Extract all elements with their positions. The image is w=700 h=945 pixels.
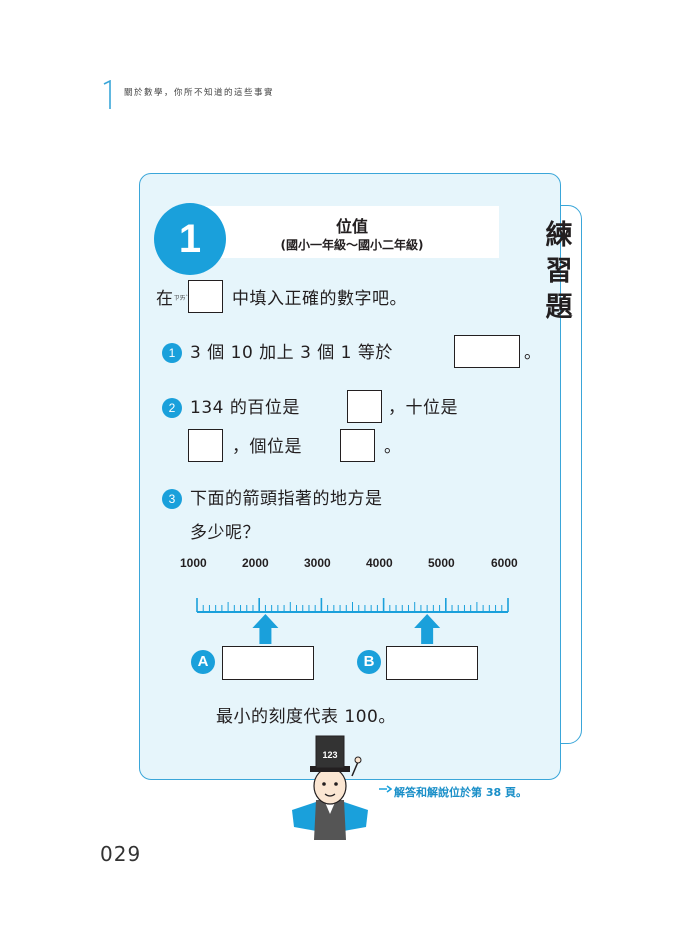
answer-a-box[interactable]	[222, 646, 314, 680]
scale-label-2000: 2000	[242, 556, 269, 570]
arrow-b	[414, 614, 441, 644]
question-3-badge: 3	[162, 489, 182, 509]
hundreds-answer-box[interactable]	[347, 390, 382, 423]
exercise-subtitle: (國小一年級～國小二年級)	[280, 238, 424, 252]
scale-label-3000: 3000	[304, 556, 331, 570]
question-1-text: 3 個 10 加上 3 個 1 等於	[190, 343, 393, 363]
scale-label-4000: 4000	[366, 556, 393, 570]
instruction-part-2: 中填入正確的數字吧。	[232, 289, 407, 309]
number-line-ticks	[196, 598, 509, 612]
question-2-text-2: ，十位是	[388, 398, 458, 418]
mascot-hat-text: 123	[322, 750, 337, 760]
scale-label-6000: 6000	[491, 556, 518, 570]
scale-label-5000: 5000	[428, 556, 455, 570]
question-2-text: 134 的百位是	[190, 398, 300, 418]
answer-reference: 解答和解說位於第 38 頁。	[394, 786, 527, 799]
arrow-b-label: B	[357, 650, 381, 674]
title-box: 位值 (國小一年級～國小二年級)	[205, 206, 499, 258]
mascot-illustration: 123	[292, 735, 368, 840]
scale-label-1000: 1000	[180, 556, 207, 570]
running-head: 關於數學，你所不知道的這些事實	[124, 88, 275, 98]
question-2-badge: 2	[162, 398, 182, 418]
answer-b-box[interactable]	[386, 646, 478, 680]
pointing-hand-icon	[379, 785, 392, 793]
number-line	[196, 598, 509, 644]
question-2-end: 。	[384, 437, 402, 457]
tens-answer-box[interactable]	[188, 429, 223, 462]
chapter-number-graphic	[103, 80, 111, 109]
question-1-badge: 1	[162, 343, 182, 363]
ones-answer-box[interactable]	[340, 429, 375, 462]
blank-example-box	[188, 280, 223, 313]
question-3-line-1: 下面的箭頭指著的地方是	[190, 489, 383, 509]
arrow-a	[252, 614, 279, 644]
side-tab-label: 練習題	[545, 220, 573, 323]
q1-answer-box[interactable]	[454, 335, 520, 368]
arrow-a-label: A	[191, 650, 215, 674]
page-number: 029	[100, 842, 142, 866]
number-line-arrows	[252, 614, 441, 644]
exercise-number-badge: 1	[154, 203, 226, 275]
scale-note: 最小的刻度代表 100。	[216, 707, 396, 727]
question-3-line-2: 多少呢？	[190, 523, 260, 543]
exercise-title: 位值	[335, 217, 368, 236]
question-1-end: 。	[524, 343, 542, 363]
instruction-part-1: 在ㄗㄞˋ	[156, 289, 189, 309]
exercise-panel	[139, 173, 561, 780]
question-2-text-3: ，個位是	[232, 437, 302, 457]
